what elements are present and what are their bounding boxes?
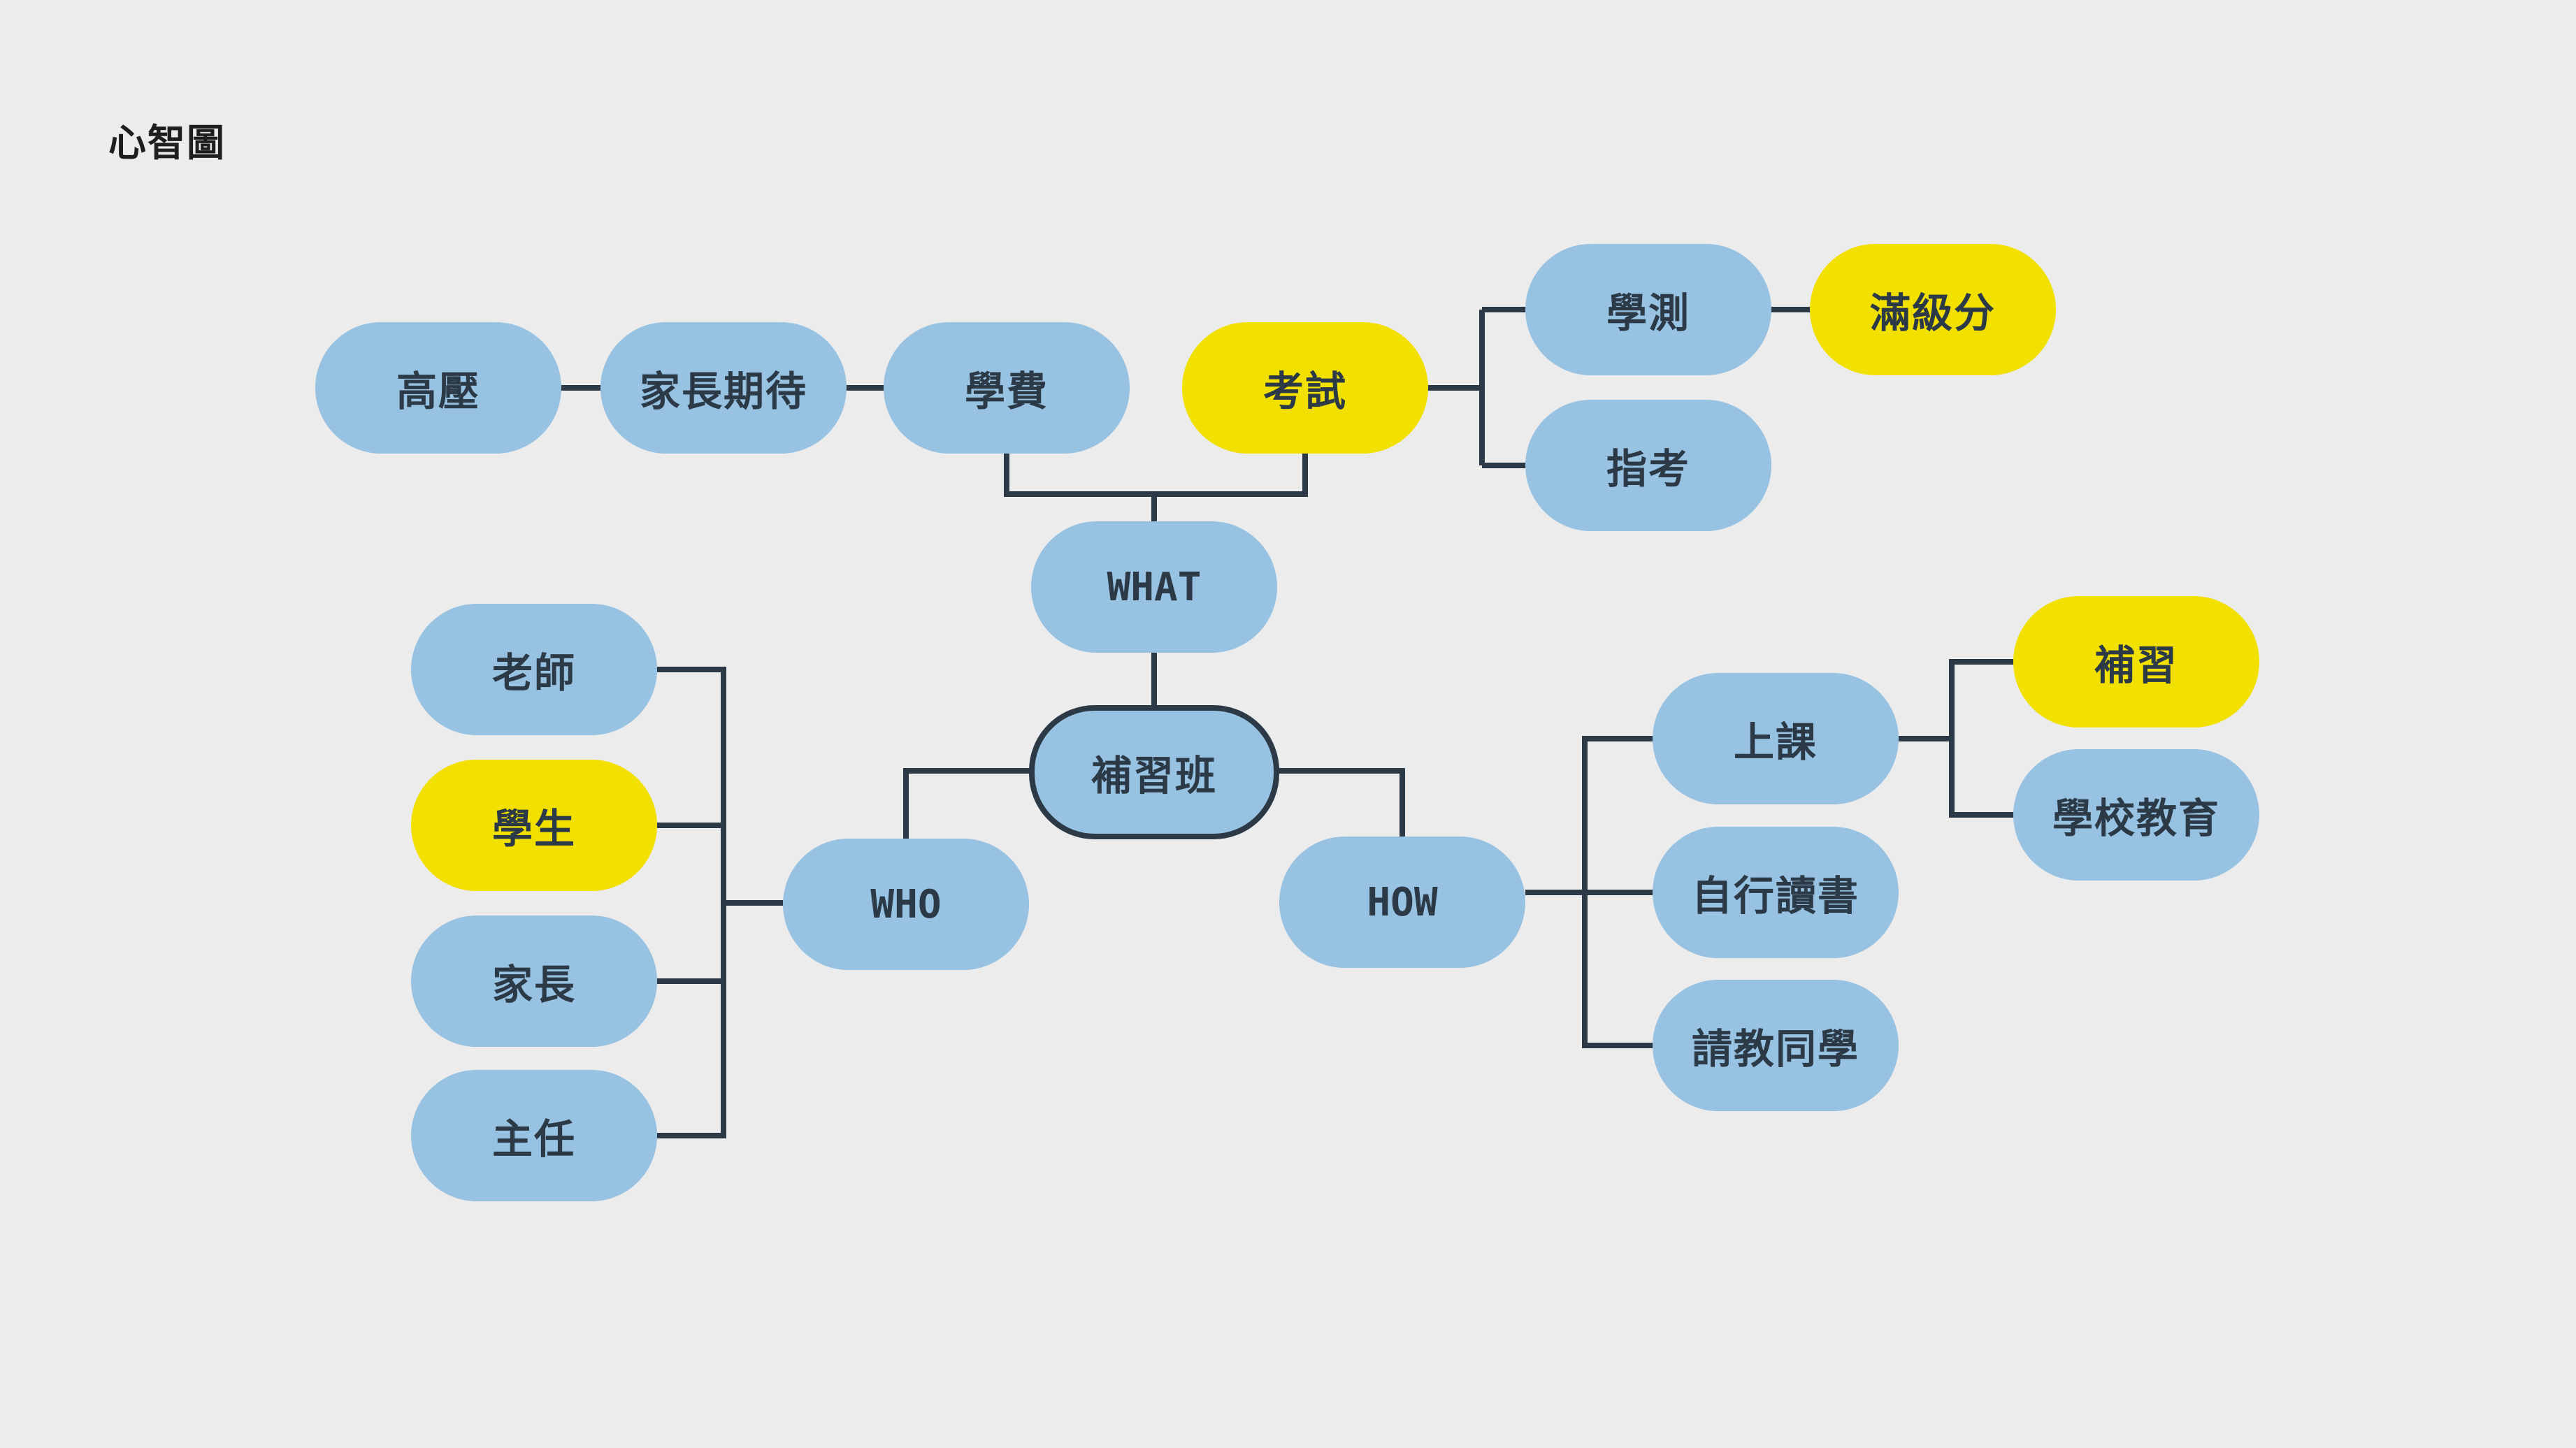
node-ask-classmates[interactable]: 請教同學 [1653, 980, 1899, 1111]
connector-how-bracket [1525, 736, 1653, 1048]
connector-center-who [903, 768, 1031, 839]
node-high-pressure[interactable]: 高壓 [315, 322, 561, 454]
node-cram[interactable]: 補習 [2013, 596, 2259, 727]
node-parent[interactable]: 家長 [411, 915, 657, 1047]
node-full-score[interactable]: 滿級分 [1810, 244, 2056, 375]
connector-who-bracket [657, 667, 783, 1138]
node-parent-expectation[interactable]: 家長期待 [600, 322, 847, 454]
connector-exam-branches [1426, 307, 1527, 468]
node-attend-class[interactable]: 上課 [1653, 673, 1899, 804]
connector-center-how [1276, 768, 1405, 837]
node-director[interactable]: 主任 [411, 1070, 657, 1201]
node-teacher[interactable]: 老師 [411, 604, 657, 735]
connector-class-bracket [1899, 659, 2013, 818]
connector-what-top [1004, 453, 1308, 521]
node-who[interactable]: WHO [783, 839, 1029, 970]
node-exam[interactable]: 考試 [1182, 322, 1428, 454]
node-tuition[interactable]: 學費 [884, 322, 1130, 454]
node-what[interactable]: WHAT [1031, 521, 1277, 653]
node-gsat[interactable]: 學測 [1525, 244, 1771, 375]
node-center-cram-school[interactable]: 補習班 [1029, 705, 1279, 839]
node-school-education[interactable]: 學校教育 [2013, 749, 2259, 881]
node-ast[interactable]: 指考 [1525, 400, 1771, 531]
node-student[interactable]: 學生 [411, 760, 657, 891]
node-self-study[interactable]: 自行讀書 [1653, 827, 1899, 958]
node-how[interactable]: HOW [1279, 837, 1525, 968]
page-title: 心智圖 [108, 121, 226, 165]
